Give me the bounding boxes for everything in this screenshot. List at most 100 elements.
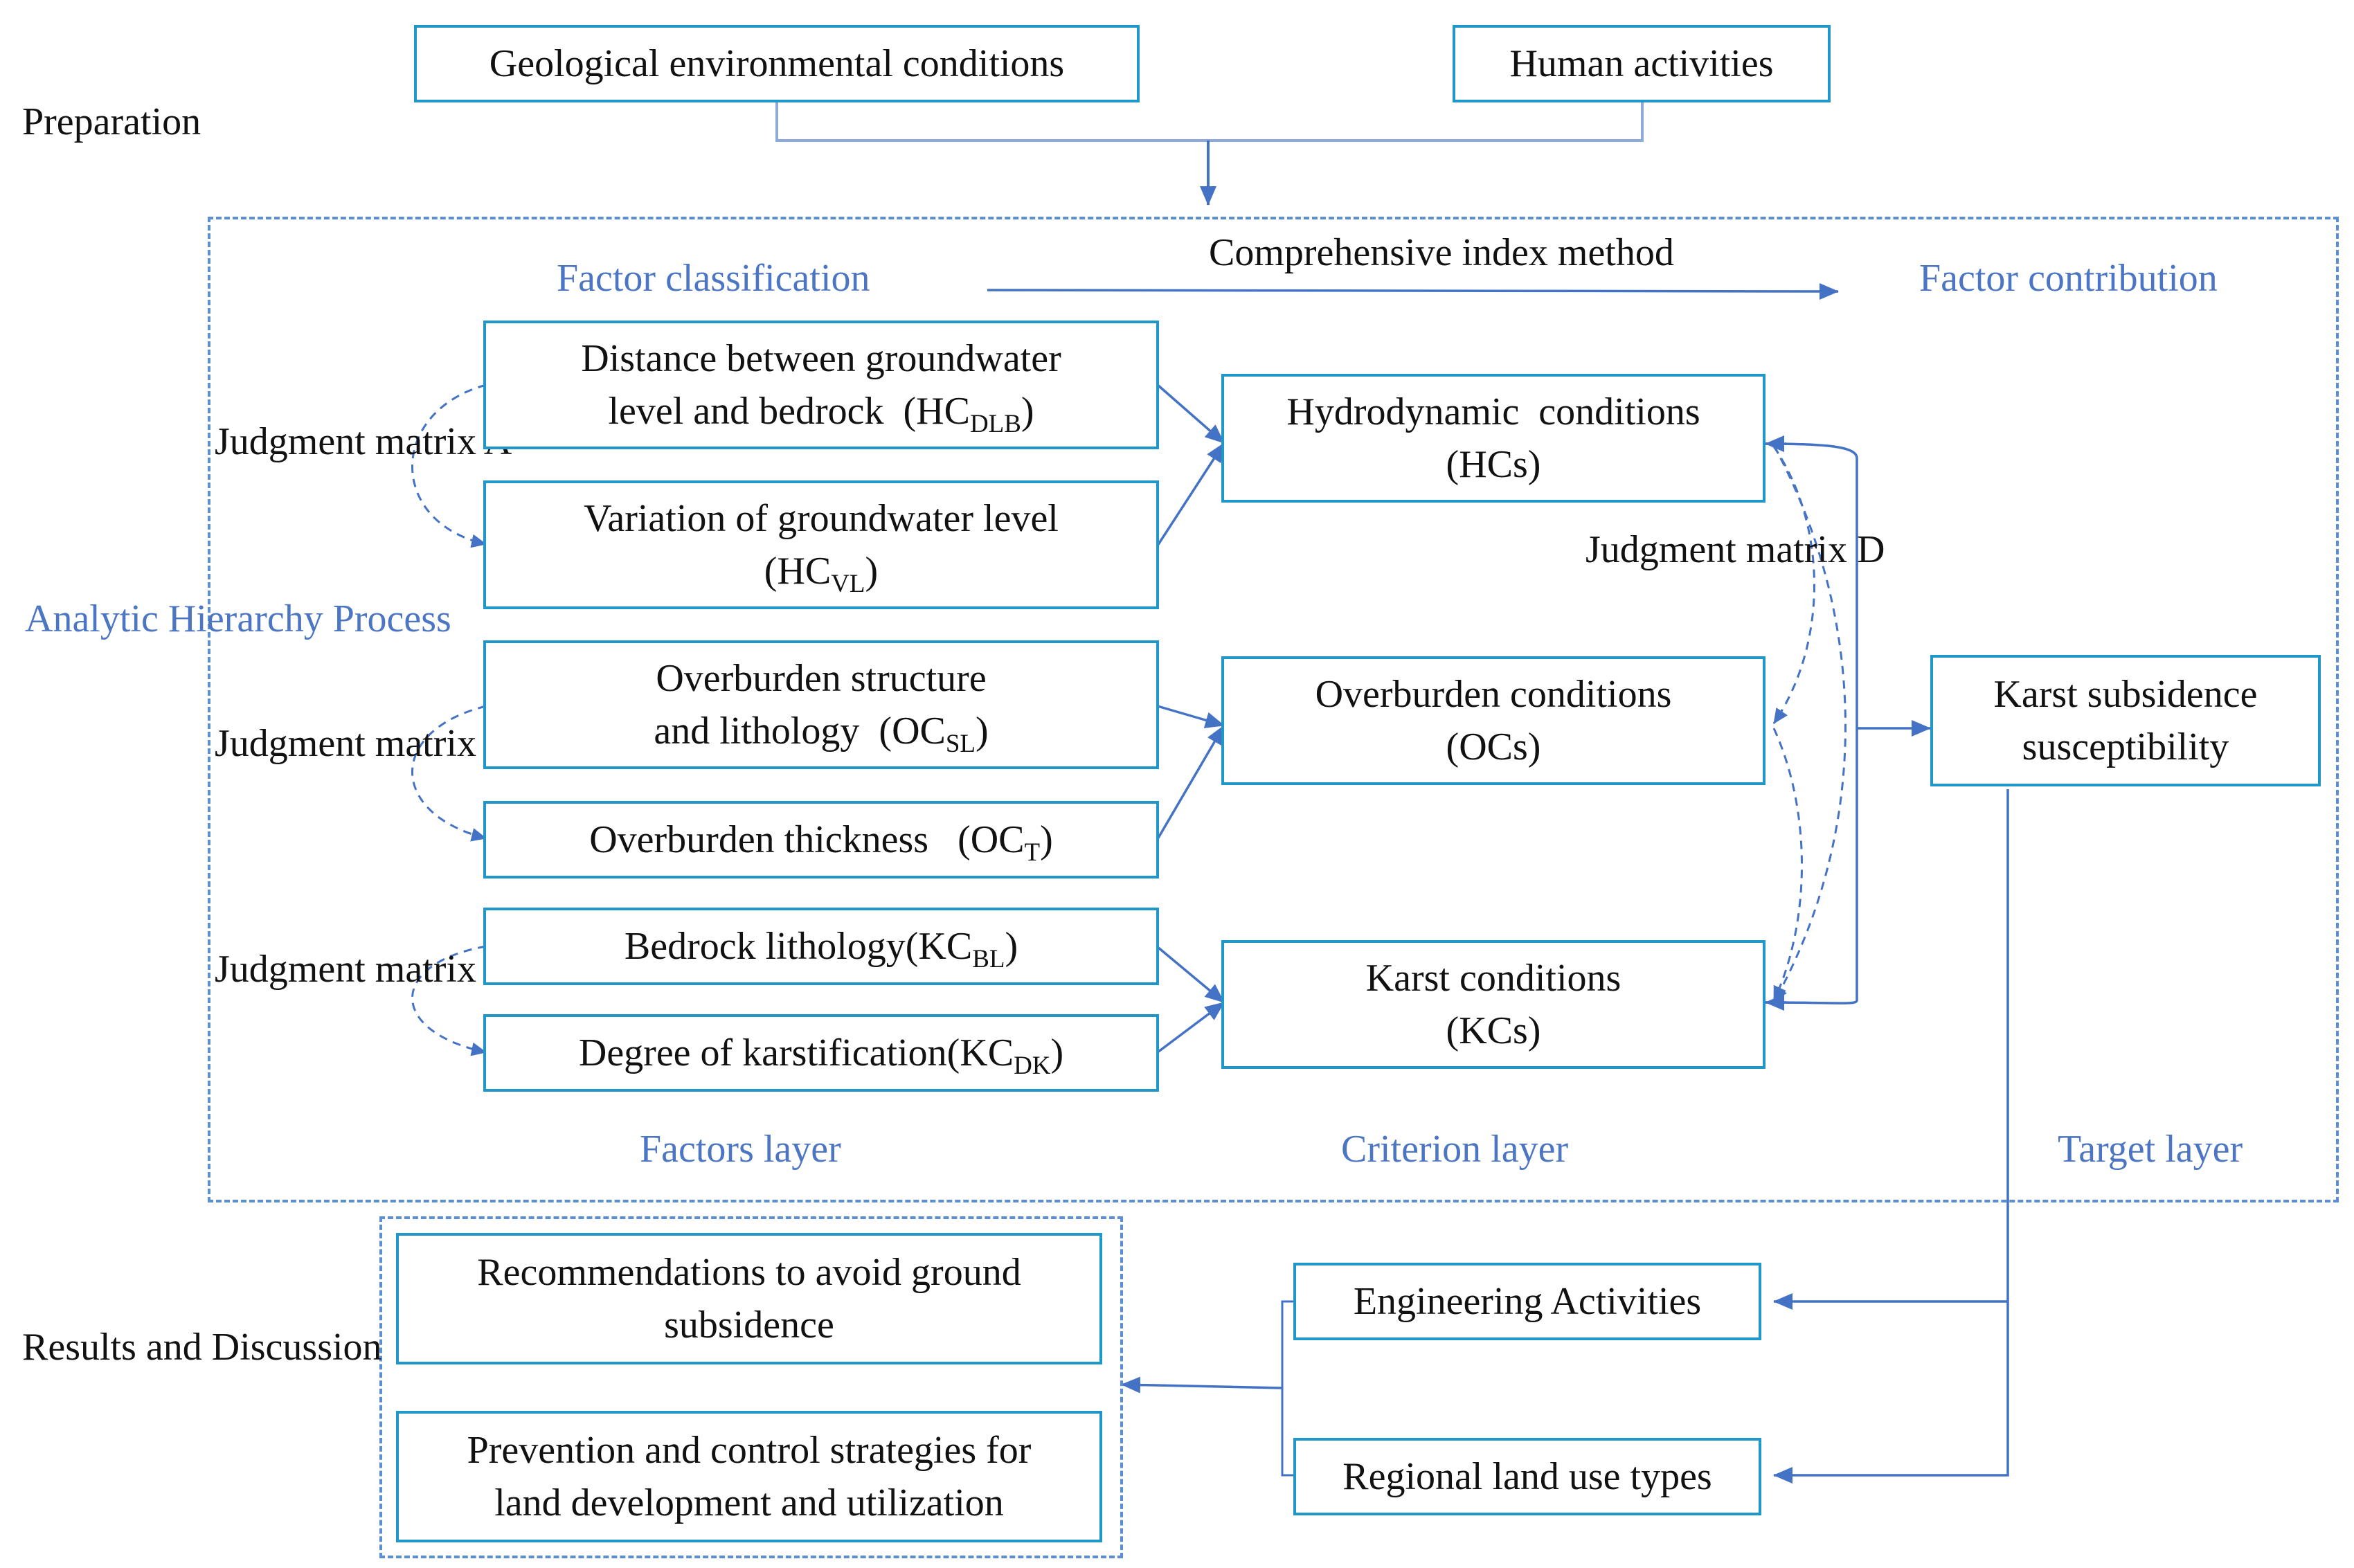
connector-geological-to-merge xyxy=(775,102,1644,142)
factor-box-oc-sl: Overburden structure and lithology (OCSL… xyxy=(483,640,1159,769)
judgment-c-line-1: Judgment xyxy=(215,948,366,991)
stage-results-line-2: Discussion xyxy=(211,1326,382,1369)
judgment-a-curve xyxy=(411,384,487,548)
engineering-label: Engineering Activities xyxy=(1353,1279,1702,1323)
factor-contribution-heading: Factor contribution xyxy=(1919,257,2218,300)
stage-ahp-line-3: Process xyxy=(332,597,451,640)
landuse-label: Regional land use types xyxy=(1342,1454,1712,1498)
arrow-dk-to-kc xyxy=(1156,1001,1225,1054)
judgment-matrix-a: Judgment matrix A xyxy=(215,415,512,468)
factor-dlb-subscript: DLB xyxy=(969,408,1021,438)
factor-dk-line: Degree of karstification(KCDK) xyxy=(579,1027,1063,1079)
factor-t-line: Overburden thickness (OCT) xyxy=(589,813,1053,866)
target-layer-label: Target layer xyxy=(2058,1128,2243,1171)
factor-t-tail: ) xyxy=(1040,818,1053,861)
judgment-matrix-c: Judgment matrix C xyxy=(215,943,512,995)
criterion-hc-line-2: (HCs) xyxy=(1446,443,1541,486)
criterion-kc-line-2: (KCs) xyxy=(1446,1009,1541,1052)
factor-classification-heading: Factor classification xyxy=(557,257,870,300)
factor-vl-line-2: (HCVL) xyxy=(584,545,1059,597)
factor-box-kc-dk: Degree of karstification(KCDK) xyxy=(483,1014,1159,1092)
factor-box-hc-dlb: Distance between groundwater level and b… xyxy=(483,321,1159,449)
factor-dlb-line-2: level and bedrock (HCDLB) xyxy=(581,385,1061,438)
recommendations-box: Recommendations to avoid ground subsiden… xyxy=(396,1233,1102,1364)
recommendations-line-1: Recommendations to avoid ground xyxy=(477,1250,1021,1294)
factor-box-hc-vl: Variation of groundwater level (HCVL) xyxy=(483,480,1159,609)
factor-box-oc-t: Overburden thickness (OCT) xyxy=(483,801,1159,878)
criterion-box-karst: Karst conditions (KCs) xyxy=(1221,940,1766,1069)
judgment-matrix-d: Judgment matrix D xyxy=(1585,523,1885,576)
stage-preparation: Preparation xyxy=(22,100,201,143)
criterion-layer-label: Criterion layer xyxy=(1341,1128,1569,1171)
comprehensive-index-method-label: Comprehensive index method xyxy=(1209,231,1674,274)
human-activities-box: Human activities xyxy=(1453,25,1831,102)
criterion-oc-line-1: Overburden conditions xyxy=(1315,672,1672,716)
factor-bl-subscript: BL xyxy=(972,944,1005,973)
recommendations-line-2: subsidence xyxy=(664,1304,834,1346)
factor-dlb-text: level and bedrock (HC xyxy=(608,390,970,433)
judgment-d-line-2: matrix D xyxy=(1745,528,1885,571)
stage-ahp-line-1: Analytic xyxy=(25,597,159,640)
criterion-box-overburden: Overburden conditions (OCs) xyxy=(1221,656,1766,785)
arrow-outcomes-to-results xyxy=(1121,1376,1283,1394)
factor-vl-tail: ) xyxy=(865,550,879,593)
judgment-c-curve xyxy=(411,945,487,1056)
arrow-vl-to-hc xyxy=(1156,442,1225,546)
criterion-hc-line-1: Hydrodynamic conditions xyxy=(1286,390,1700,433)
arrow-t-to-oc xyxy=(1156,725,1225,840)
stage-analytic-hierarchy-process: Analytic Hierarchy Process xyxy=(25,593,451,645)
criterion-oc-line-2: (OCs) xyxy=(1446,726,1541,768)
criterion-box-hydrodynamic: Hydrodynamic conditions (HCs) xyxy=(1221,374,1766,503)
geological-label: Geological environmental conditions xyxy=(489,42,1065,85)
judgment-d-curve-hc-oc xyxy=(1772,446,1815,724)
prevention-strategies-box: Prevention and control strategies for la… xyxy=(396,1411,1102,1542)
factor-dk-tail: ) xyxy=(1050,1031,1064,1074)
factor-vl-text: (HC xyxy=(764,550,832,593)
judgment-b-line-1: Judgment xyxy=(215,722,366,765)
factor-dlb-tail: ) xyxy=(1021,390,1034,433)
factor-vl-line-1: Variation of groundwater level xyxy=(584,496,1059,540)
judgment-matrix-b: Judgment matrix B xyxy=(215,717,512,770)
factor-dk-text: Degree of karstification(KC xyxy=(578,1031,1014,1074)
strategies-line-1: Prevention and control strategies for xyxy=(467,1428,1032,1472)
target-line-1: Karst subsidence xyxy=(1993,672,2258,716)
factor-bl-text: Bedrock lithology(KC xyxy=(624,924,973,968)
stage-results-discussion: Results and Discussion xyxy=(22,1321,382,1373)
stage-results-line-1: Results and xyxy=(22,1326,202,1369)
regional-land-use-types-box: Regional land use types xyxy=(1293,1438,1761,1515)
connector-hc-to-target xyxy=(1763,442,1858,1004)
factor-dlb-line-1: Distance between groundwater xyxy=(581,336,1061,380)
target-box-karst-subsidence-susceptibility: Karst subsidence susceptibility xyxy=(1930,655,2321,786)
judgment-d-line-1: Judgment xyxy=(1585,528,1736,571)
factor-dk-subscript: DK xyxy=(1014,1050,1051,1079)
factors-layer-label: Factors layer xyxy=(640,1128,841,1171)
judgment-b-curve xyxy=(411,705,487,842)
factor-box-kc-bl: Bedrock lithology(KCBL) xyxy=(483,908,1159,985)
geological-environmental-conditions-box: Geological environmental conditions xyxy=(414,25,1140,102)
arrow-bl-to-kc xyxy=(1156,946,1225,1004)
factor-sl-text: and lithology (OC xyxy=(654,710,946,753)
criterion-kc-line-1: Karst conditions xyxy=(1365,956,1621,1000)
connector-target-to-outcomes xyxy=(1773,789,2009,1484)
arrow-sl-to-oc xyxy=(1157,705,1225,728)
stage-ahp-line-2: Hierarchy xyxy=(168,597,323,640)
strategies-line-2: land development and utilization xyxy=(494,1481,1004,1524)
engineering-activities-box: Engineering Activities xyxy=(1293,1263,1761,1340)
human-activities-label: Human activities xyxy=(1509,42,1774,85)
arrow-factor-to-contribution xyxy=(987,282,1839,300)
judgment-a-line-1: Judgment xyxy=(215,420,366,463)
target-line-2: susceptibility xyxy=(2022,726,2229,768)
factor-sl-line-2: and lithology (OCSL) xyxy=(654,705,988,757)
results-dashed-frame xyxy=(379,1216,1123,1558)
judgment-d-curve-oc-kc xyxy=(1772,728,1803,1002)
factor-sl-line-1: Overburden structure xyxy=(656,656,987,700)
judgment-d-curve-hc-kc xyxy=(1772,444,1847,1003)
factor-t-subscript: T xyxy=(1024,837,1041,866)
factor-vl-subscript: VL xyxy=(831,568,865,597)
factor-bl-tail: ) xyxy=(1005,924,1018,968)
connector-outcomes-to-results xyxy=(1281,1300,1293,1477)
factor-sl-subscript: SL xyxy=(945,728,976,757)
factor-sl-tail: ) xyxy=(976,710,989,753)
